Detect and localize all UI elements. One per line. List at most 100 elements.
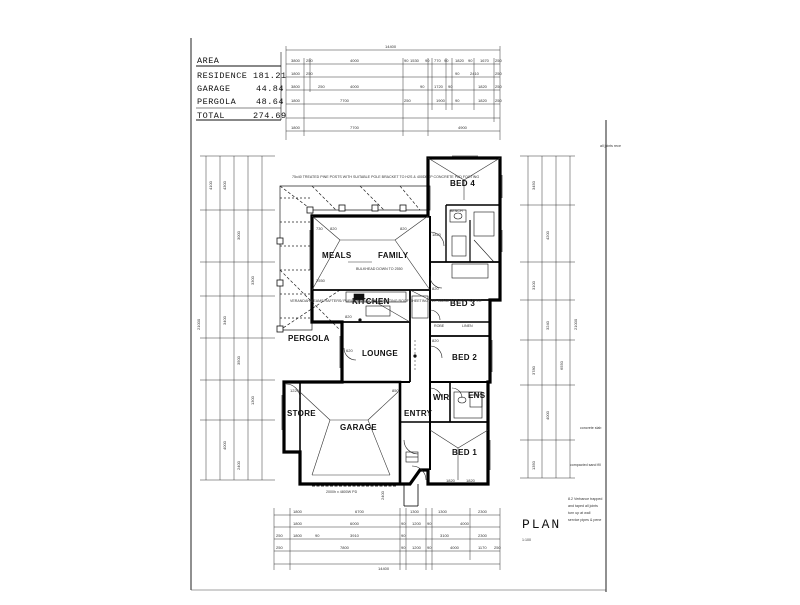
plan-scale: 1:100: [522, 538, 531, 542]
dim-label: 1720: [434, 84, 444, 89]
dim-label: 250: [494, 545, 501, 550]
room-lounge: LOUNGE: [362, 349, 398, 358]
dim-label: 1800: [291, 98, 301, 103]
dim-label: 90: [404, 58, 409, 63]
dim-label: 1800: [293, 509, 303, 514]
dim-label: 1300: [250, 395, 255, 405]
dim-label: 2410: [470, 71, 480, 76]
robes: ROBE LINEN BENCH: [434, 209, 473, 328]
dim-label: 90: [401, 521, 406, 526]
area-table: AREA RESIDENCE 181.21 GARAGE 44.84 PERGO…: [196, 52, 287, 121]
compacted-sand-note: compacted sand fill: [570, 463, 601, 467]
dim-label: 3910: [350, 533, 360, 538]
dim-label: 4000: [450, 545, 460, 550]
dim-label: 1300: [438, 509, 448, 514]
room-ens: ENS: [468, 391, 486, 400]
plan-title-text: PLAN: [522, 517, 561, 532]
dim-label: 4300: [222, 180, 227, 190]
dim-label: 90: [448, 84, 453, 89]
dim-label: 4000: [222, 440, 227, 450]
dim-label: 1820: [466, 478, 476, 483]
dim-label: 820: [432, 338, 439, 343]
dim-label: 4000: [350, 84, 360, 89]
area-residence-value: 181.21: [253, 71, 287, 81]
dim-label: 1530: [410, 58, 420, 63]
fixtures: [345, 209, 495, 419]
area-pergola-value: 48.64: [256, 97, 284, 107]
dim-label: 90: [315, 533, 320, 538]
room-bed4: BED 4: [450, 179, 475, 188]
room-family: FAMILY: [378, 251, 409, 260]
dim-label: 1670: [480, 58, 490, 63]
dim-label: 250: [306, 58, 313, 63]
top-dimensions: [285, 46, 501, 140]
dim-label: 4000: [545, 410, 550, 420]
left-dimension-labels: 4100 4300 3000 3300 3400 3500 1300 4000 …: [196, 180, 255, 470]
area-total-value: 274.69: [253, 111, 287, 121]
area-heading: AREA: [197, 56, 220, 66]
room-bed2: BED 2: [452, 353, 477, 362]
dim-label: 3500: [236, 355, 241, 365]
area-garage-value: 44.84: [256, 84, 284, 94]
room-pergola: PERGOLA: [288, 334, 330, 343]
overall-top-dim: 14400: [385, 44, 397, 49]
room-store: STORE: [287, 409, 316, 418]
dim-label: 7800: [340, 545, 350, 550]
garage-door: [312, 484, 419, 507]
dim-label: 820: [400, 226, 407, 231]
dim-label: 820: [330, 226, 337, 231]
dim-label: 620: [346, 348, 353, 353]
robe-label: ROBE: [434, 324, 445, 328]
overall-right-dim: 21000: [573, 318, 578, 330]
centre-marks: [358, 318, 417, 372]
dim-label: 6000: [350, 521, 360, 526]
dim-label: 1300: [410, 509, 420, 514]
overall-left-dim: 21000: [196, 318, 201, 330]
windows: [281, 155, 503, 470]
dim-label: 90: [455, 98, 460, 103]
dim-label: 250: [318, 84, 325, 89]
footnote-line4: service pipes & pene: [568, 518, 601, 522]
pergola-posts: [276, 204, 407, 333]
dim-label: 4000: [350, 58, 360, 63]
bottom-dimension-labels: 1800 6700 1300 1300 2300 1800 6000 90 12…: [276, 509, 501, 571]
area-pergola-label: PERGOLA: [197, 97, 237, 107]
dim-label: 250: [276, 533, 283, 538]
inner-dimension-labels: 730 820 820 2550 820 820 1820 820 850 62…: [290, 226, 476, 483]
dim-label: 2550: [316, 278, 326, 283]
dim-label: 250: [306, 71, 313, 76]
dim-label: 730: [316, 226, 323, 231]
room-kitchen: KITCHEN: [352, 297, 390, 306]
entry-steps: [405, 451, 419, 463]
lintel-note: VERANDAH BEAMS/RAFTERS/ PURLINS & WALL S…: [290, 299, 482, 303]
treated-pine-note: 75x40 TREATED PINE POSTS WITH SUITABLE P…: [292, 175, 479, 179]
room-wir: WIR: [433, 393, 449, 402]
dim-label: 6700: [355, 509, 365, 514]
dim-label: 820: [432, 286, 439, 291]
dim-label: 3240: [545, 320, 550, 330]
dim-label: 820: [345, 314, 352, 319]
dim-label: 1800: [291, 71, 301, 76]
area-garage-label: GARAGE: [197, 84, 231, 94]
dim-label: 90: [401, 533, 406, 538]
left-dimensions: [200, 155, 275, 481]
dim-label: 3100: [440, 533, 450, 538]
room-entry: ENTRY: [404, 409, 433, 418]
room-garage: GARAGE: [340, 423, 377, 432]
dim-label: 1800: [291, 125, 301, 130]
concrete-slab-note: concrete slab: [580, 426, 601, 430]
right-dimensions: [520, 155, 575, 479]
dim-label: 7700: [350, 125, 360, 130]
dim-label: 3800: [291, 84, 301, 89]
dim-label: 90: [401, 545, 406, 550]
room-labels: BED 4 MEALS FAMILY KITCHEN BED 3 PERGOLA…: [287, 179, 486, 457]
bottom-dimensions: [273, 508, 501, 570]
dim-label: 1820: [432, 232, 442, 237]
dim-label: 2300: [478, 533, 488, 538]
bulkhead-note: BULKHEAD DOWN TO 2550: [356, 267, 403, 271]
dim-label: 1820: [478, 84, 488, 89]
dim-label: 250: [495, 84, 502, 89]
top-dimension-labels: 14400 3800 250 4000 90 1530 90 770 90 18…: [291, 44, 502, 130]
